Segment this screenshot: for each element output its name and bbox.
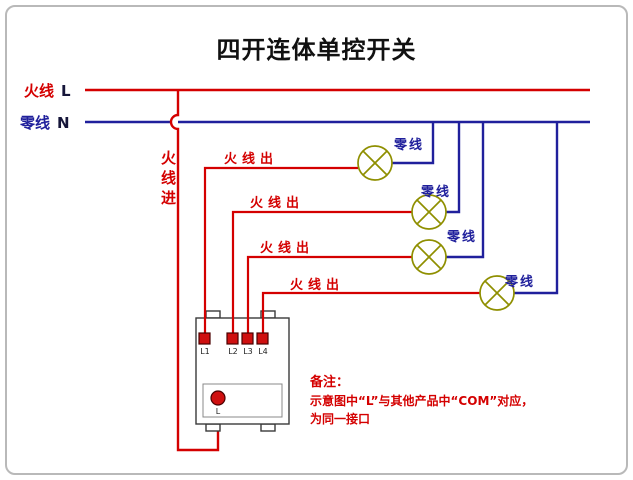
terminal-label-l4: L4 xyxy=(258,347,268,356)
neutral-label-2: 零线 xyxy=(421,185,452,200)
switch-terminal-l4 xyxy=(256,332,269,345)
neutral-bus-letter: N xyxy=(57,114,70,132)
neutral-label-1: 零线 xyxy=(394,138,425,153)
switch-inner-plate xyxy=(202,383,283,418)
lamp-3 xyxy=(411,239,447,275)
switch-terminal-l2 xyxy=(226,332,239,345)
switch-box xyxy=(195,310,290,432)
live-out-wire-1 xyxy=(203,166,358,333)
switch-com-terminal xyxy=(210,390,226,406)
lamp-4 xyxy=(479,275,515,311)
switch-bottom-tab xyxy=(260,423,276,432)
switch-top-tab xyxy=(205,310,221,319)
neutral-label-3: 零线 xyxy=(447,230,478,245)
lamp-cross xyxy=(416,244,442,270)
lamp-cross xyxy=(484,280,510,306)
live-bus-letter: L xyxy=(61,82,71,100)
switch-terminal-l1 xyxy=(198,332,211,345)
live-out-label-1: 火线出 xyxy=(224,152,279,167)
live-bus-label: 火线 L xyxy=(24,80,71,101)
neutral-wire-2 xyxy=(446,122,461,214)
note-line-1: 示意图中“L”与其他产品中“COM”对应， xyxy=(310,394,534,408)
neutral-label-4: 零线 xyxy=(505,275,536,290)
live-out-label-2: 火线出 xyxy=(250,196,305,211)
com-terminal-label: L xyxy=(215,407,221,416)
neutral-bus-name: 零线 xyxy=(20,114,51,132)
live-feed-wire xyxy=(169,90,220,452)
terminal-label-l2: L2 xyxy=(228,347,238,356)
terminal-label-l1: L1 xyxy=(200,347,210,356)
live-in-label: 火线进 xyxy=(159,150,177,210)
live-out-label-4: 火线出 xyxy=(290,278,345,293)
lamp-cross xyxy=(362,150,388,176)
lamp-cross xyxy=(416,199,442,225)
lamp-1 xyxy=(357,145,393,181)
switch-bottom-tab xyxy=(205,423,221,432)
neutral-wire-1 xyxy=(392,122,435,165)
switch-terminal-l3 xyxy=(241,332,254,345)
neutral-wire-4 xyxy=(514,122,559,295)
note-heading: 备注： xyxy=(310,375,350,390)
neutral-wire-3 xyxy=(446,122,485,259)
lamp-2 xyxy=(411,194,447,230)
live-bus-name: 火线 xyxy=(24,82,55,100)
note-line-2: 为同一接口 xyxy=(310,412,371,426)
live-out-wire-3 xyxy=(246,255,412,333)
neutral-bus-label: 零线 N xyxy=(20,112,70,133)
page-title: 四开连体单控开关 xyxy=(216,36,417,64)
live-out-wire-2 xyxy=(231,210,412,333)
live-out-wire-4 xyxy=(261,291,480,333)
terminal-label-l3: L3 xyxy=(243,347,253,356)
note: 备注： 示意图中“L”与其他产品中“COM”对应， 为同一接口 xyxy=(310,374,533,428)
live-out-label-3: 火线出 xyxy=(260,241,315,256)
